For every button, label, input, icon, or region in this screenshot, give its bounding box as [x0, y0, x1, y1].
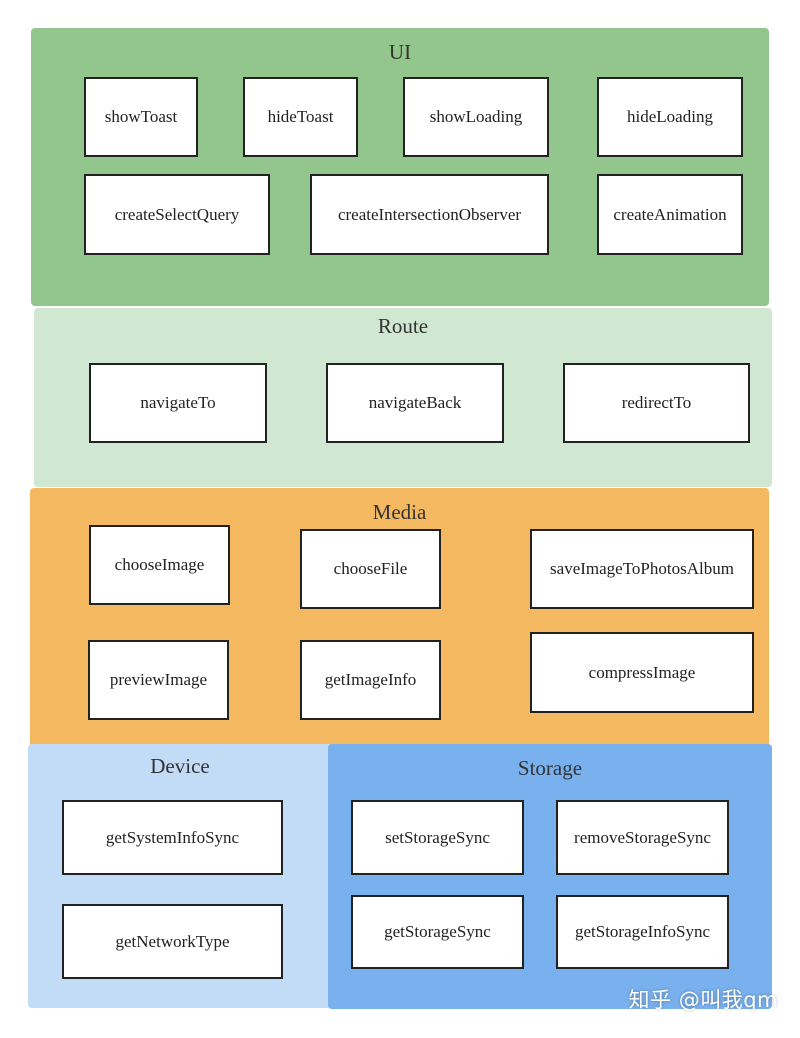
- node-navigate-back: navigateBack: [326, 363, 504, 443]
- node-navigate-to: navigateTo: [89, 363, 267, 443]
- node-get-storage-info-sync: getStorageInfoSync: [556, 895, 729, 969]
- node-remove-storage-sync: removeStorageSync: [556, 800, 729, 875]
- node-hide-toast: hideToast: [243, 77, 358, 157]
- watermark: 知乎 @叫我qm: [628, 988, 778, 1012]
- node-create-select-query: createSelectQuery: [84, 174, 270, 255]
- node-create-animation: createAnimation: [597, 174, 743, 255]
- node-choose-image: chooseImage: [89, 525, 230, 605]
- node-get-storage-sync: getStorageSync: [351, 895, 524, 969]
- node-create-intersection-observer: createIntersectionObserver: [310, 174, 549, 255]
- group-title-ui: UI: [388, 40, 412, 64]
- node-set-storage-sync: setStorageSync: [351, 800, 524, 875]
- group-title-route: Route: [377, 314, 429, 338]
- group-storage: Storage: [328, 744, 772, 1009]
- node-save-image-to-photos-album: saveImageToPhotosAlbum: [530, 529, 754, 609]
- node-compress-image: compressImage: [530, 632, 754, 713]
- node-get-image-info: getImageInfo: [300, 640, 441, 720]
- group-ui: UI: [31, 28, 769, 306]
- node-preview-image: previewImage: [88, 640, 229, 720]
- node-get-system-info-sync: getSystemInfoSync: [62, 800, 283, 875]
- node-show-loading: showLoading: [403, 77, 549, 157]
- node-show-toast: showToast: [84, 77, 198, 157]
- group-title-device: Device: [150, 754, 210, 778]
- node-hide-loading: hideLoading: [597, 77, 743, 157]
- node-redirect-to: redirectTo: [563, 363, 750, 443]
- node-get-network-type: getNetworkType: [62, 904, 283, 979]
- node-choose-file: chooseFile: [300, 529, 441, 609]
- group-title-storage: Storage: [517, 756, 583, 780]
- group-title-media: Media: [372, 500, 427, 524]
